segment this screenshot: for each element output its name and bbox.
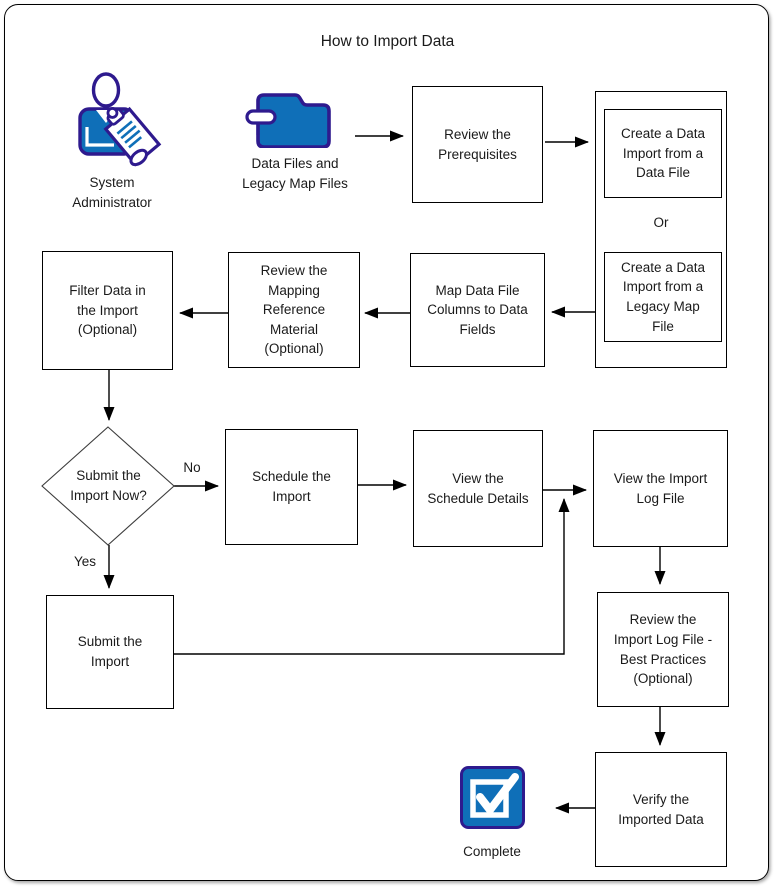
node-map-data-columns: Map Data File Columns to Data Fields	[410, 253, 545, 367]
node-submit-import: Submit the Import	[46, 595, 174, 709]
node-create-import-data-file: Create a Data Import from a Data File	[604, 109, 722, 198]
node-review-mapping-material: Review the Mapping Reference Material (O…	[228, 252, 360, 368]
edge-label-yes: Yes	[73, 554, 97, 570]
page-border	[4, 4, 769, 881]
complete-label: Complete	[463, 844, 521, 860]
arrow-submit-to-viewlog	[174, 498, 570, 655]
decision-diamond	[41, 426, 175, 546]
node-review-import-log: Review the Import Log File - Best Practi…	[597, 592, 729, 707]
node-view-import-log: View the Import Log File	[593, 430, 728, 547]
system-administrator-label: System Administrator	[72, 175, 152, 210]
page-title: How to Import Data	[320, 33, 455, 50]
edge-label-no: No	[183, 460, 201, 476]
node-filter-data: Filter Data in the Import (Optional)	[42, 251, 173, 370]
data-files-label: Data Files and Legacy Map Files	[242, 156, 348, 191]
node-view-schedule-details: View the Schedule Details	[413, 430, 543, 547]
or-label: Or	[653, 215, 669, 231]
decision-submit-now-label: Submit the Import Now?	[70, 468, 147, 503]
complete-checkbox-icon	[459, 765, 527, 831]
person-clipboard-icon	[72, 70, 164, 170]
node-schedule-import: Schedule the Import	[225, 429, 358, 545]
folder-paperclip-icon	[245, 90, 332, 149]
node-create-import-legacy-map: Create a Data Import from a Legacy Map F…	[604, 252, 722, 342]
node-review-prerequisites: Review the Prerequisites	[412, 86, 543, 203]
node-verify-imported-data: Verify the Imported Data	[595, 752, 727, 867]
